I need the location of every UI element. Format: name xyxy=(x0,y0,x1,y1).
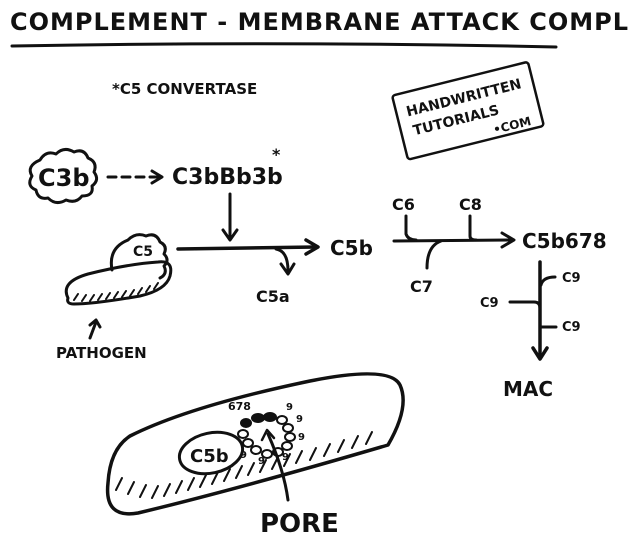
c6-label: C6 xyxy=(392,195,415,214)
convertase-label: C3bBb3b xyxy=(172,165,283,190)
handwritten-tutorials-logo: HANDWRITTEN TUTORIALS •COM xyxy=(391,61,545,161)
c3b-cloud-shape xyxy=(28,147,99,205)
pore-pointer-line xyxy=(266,432,290,502)
pathogen-shape xyxy=(64,260,173,306)
mac-label: MAC xyxy=(503,377,553,401)
c9-mark: 9 xyxy=(240,450,247,461)
c9-left-branch xyxy=(508,300,542,310)
pathogen-label: PATHOGEN xyxy=(56,344,147,362)
c5-to-c5b-arrow xyxy=(176,245,318,251)
c9-mark: 9 xyxy=(286,402,293,413)
c6-join-line xyxy=(404,214,418,242)
c5b678-label: C5b678 xyxy=(522,229,607,253)
c5a-label: C5a xyxy=(256,287,290,306)
c5-convertase-footnote: *C5 CONVERTASE xyxy=(112,80,257,98)
page-title: COMPLEMENT - MEMBRANE ATTACK COMPLEX xyxy=(10,8,628,36)
c9-mark: 9 xyxy=(298,432,305,443)
c5-blob-shape xyxy=(109,233,169,280)
cell-membrane-shape xyxy=(105,372,405,516)
arrow-head-icon xyxy=(500,231,516,249)
ring-c9-beads xyxy=(237,415,296,459)
c5a-branch-arrow xyxy=(274,247,290,273)
c9-right-top-label: C9 xyxy=(562,271,581,286)
ring-c6-bead xyxy=(240,418,252,428)
arrow-head-icon xyxy=(221,228,239,242)
c7-label: C7 xyxy=(410,277,433,296)
c8-join-line xyxy=(468,214,478,242)
pore-ring xyxy=(237,412,296,459)
free-c9-marks: 9 9 9 9 9 9 xyxy=(240,402,305,467)
c9-mark: 9 xyxy=(258,456,265,467)
arrow-head-icon xyxy=(531,346,549,361)
c5b-membrane-ellipse xyxy=(177,430,245,476)
membrane-c5b-label: C5b xyxy=(190,446,229,467)
arrow-head-icon xyxy=(304,238,320,256)
dashed-arrow-head-icon xyxy=(150,169,164,185)
ring-c7-bead xyxy=(251,413,265,423)
ring-c8-bead xyxy=(263,412,277,422)
cell-membrane-hatching xyxy=(115,431,373,499)
ring-678-label: 678 xyxy=(228,400,251,413)
title-underline xyxy=(10,42,558,49)
c8-label: C8 xyxy=(459,195,482,214)
c9-mark: 9 xyxy=(282,452,289,463)
convertase-asterisk: * xyxy=(272,145,281,164)
c9-top-branch xyxy=(539,275,557,287)
c9-left-label: C9 xyxy=(480,296,499,311)
pore-label: PORE xyxy=(260,509,339,539)
arrow-head-icon xyxy=(260,428,276,442)
c5b-label: C5b xyxy=(330,236,373,260)
pathogen-pointer-arrow xyxy=(88,318,102,340)
c7-join-line xyxy=(425,239,443,270)
c3b-label: C3b xyxy=(38,164,90,192)
c5-label: C5 xyxy=(133,244,153,260)
c9-right-bottom-label: C9 xyxy=(562,320,581,335)
arrow-head-icon xyxy=(279,262,296,276)
c9-mark: 9 xyxy=(296,414,303,425)
pathogen-hatching xyxy=(73,282,159,302)
